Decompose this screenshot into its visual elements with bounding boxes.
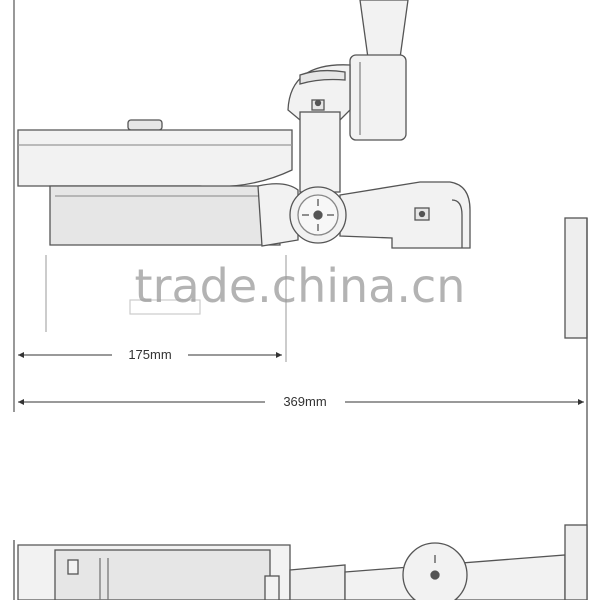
bracket-arm <box>289 181 471 249</box>
mounting-pole <box>287 0 409 193</box>
bottom-view <box>13 524 588 600</box>
dimension-369: 369mm <box>18 394 584 409</box>
camera-housing <box>17 119 299 247</box>
dimension-175: 175mm <box>18 347 282 362</box>
watermark: trade.china.cn <box>135 259 466 313</box>
lower-details <box>45 255 287 362</box>
dimension-369-label: 369mm <box>283 394 326 409</box>
dimension-175-label: 175mm <box>128 347 171 362</box>
